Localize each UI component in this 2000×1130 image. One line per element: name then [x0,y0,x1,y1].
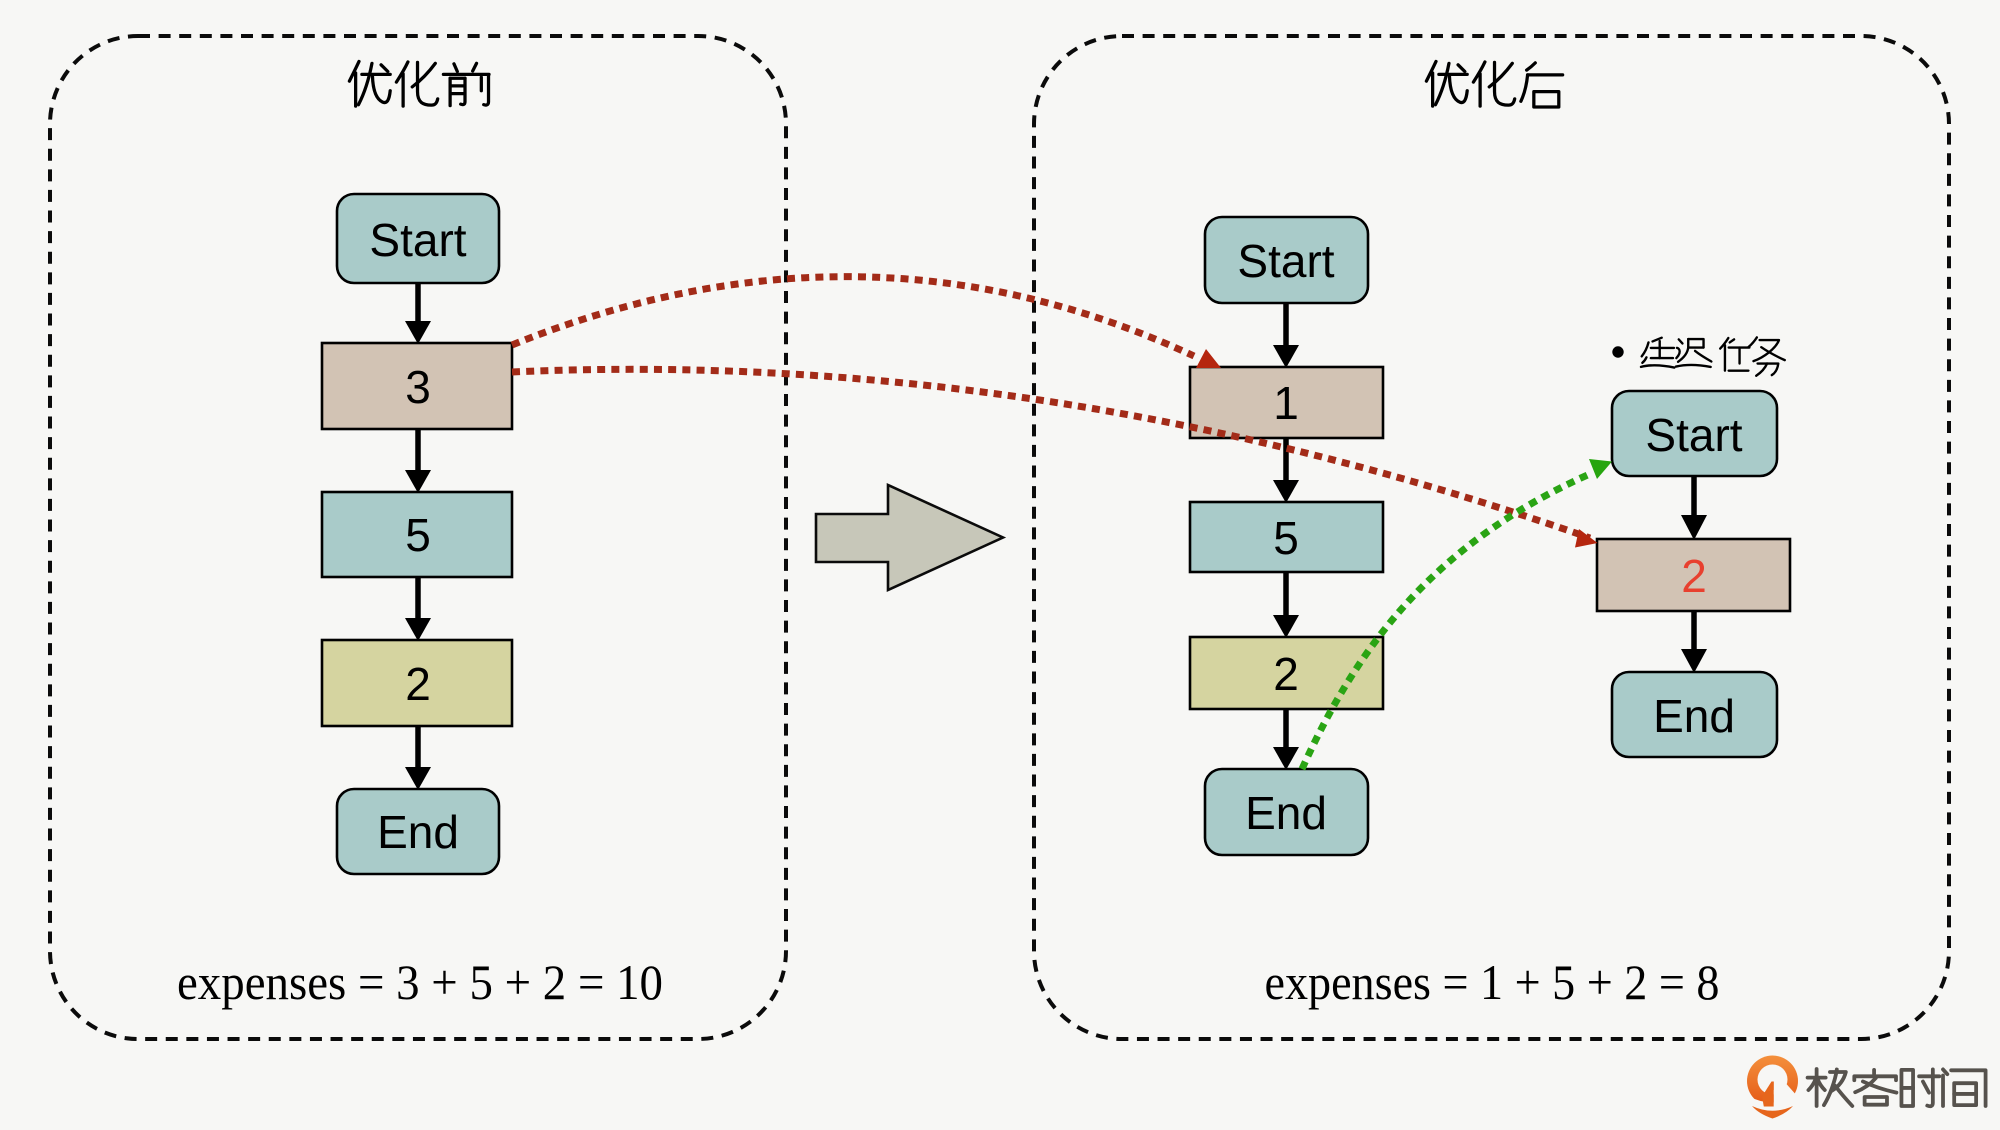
svg-text:1: 1 [1273,377,1299,429]
svg-text:expenses = 3 + 5 + 2 = 10: expenses = 3 + 5 + 2 = 10 [177,954,663,1010]
svg-text:End: End [1653,690,1735,742]
svg-text:2: 2 [405,658,431,710]
svg-text:expenses = 1 + 5 + 2 = 8: expenses = 1 + 5 + 2 = 8 [1265,954,1720,1010]
svg-text:Start: Start [1645,409,1742,461]
svg-text:3: 3 [405,361,431,413]
svg-text:Start: Start [369,214,466,266]
svg-text:5: 5 [1273,512,1299,564]
svg-text:End: End [1245,787,1327,839]
svg-text:End: End [377,806,459,858]
svg-text:2: 2 [1681,550,1707,602]
svg-text:Start: Start [1237,235,1334,287]
svg-text:5: 5 [405,509,431,561]
svg-text:2: 2 [1273,648,1299,700]
